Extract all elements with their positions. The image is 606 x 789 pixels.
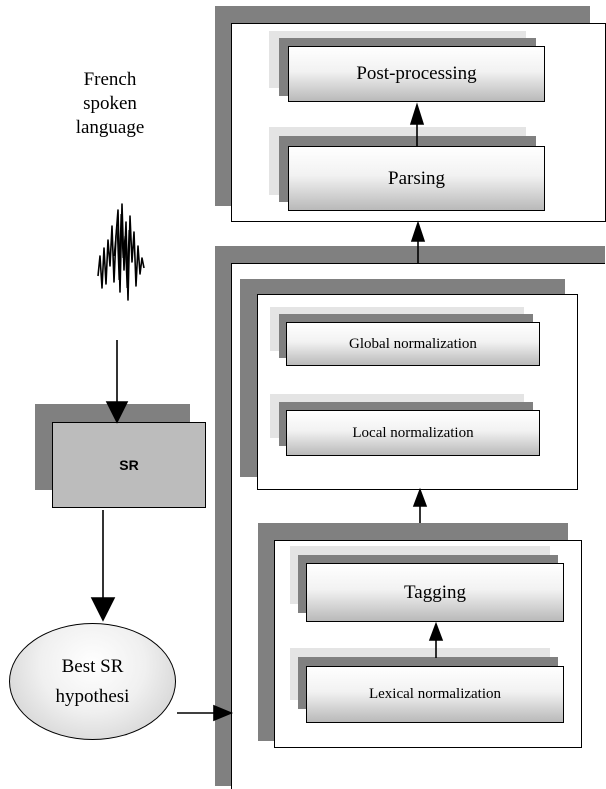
input-label-line-1: French <box>83 69 137 90</box>
arrow-hypothesis-to-pipeline-head <box>213 704 234 722</box>
lexical-normalization-label: Lexical normalization <box>368 686 502 702</box>
arrow-waveform-to-sr-head <box>105 401 129 424</box>
post-processing-box: Post-processing <box>288 46 545 102</box>
input-label: French spoken language <box>50 68 170 140</box>
arrow-sr-to-hypothesis-head <box>90 597 116 622</box>
input-label-line-3: language <box>75 117 145 138</box>
local-normalization-label: Local normalization <box>352 424 474 441</box>
best-hypothesis-node: Best SR hypothesi <box>9 623 176 740</box>
input-label-line-2: spoken <box>83 93 137 114</box>
lexical-normalization-box: Lexical normalization <box>306 666 564 723</box>
sr-label: SR <box>119 457 139 473</box>
best-hypothesis-line-2: hypothesi <box>55 685 130 707</box>
speech-waveform-icon <box>97 203 145 301</box>
sr-block: SR <box>52 422 206 508</box>
global-normalization-box: Global normalization <box>286 322 540 366</box>
parsing-box: Parsing <box>288 146 545 211</box>
tagging-label: Tagging <box>404 581 466 603</box>
arrow-tagging-to-normalization-head <box>412 487 428 507</box>
global-normalization-label: Global normalization <box>349 335 477 352</box>
arrow-normalization-to-parsing-head <box>410 220 426 242</box>
parsing-label: Parsing <box>388 167 445 189</box>
arrow-parsing-to-post-processing-head <box>409 102 425 125</box>
tagging-box: Tagging <box>306 563 564 622</box>
arrow-lexical-to-tagging-head <box>428 621 444 641</box>
post-processing-label: Post-processing <box>356 63 477 84</box>
local-normalization-box: Local normalization <box>286 410 540 456</box>
best-hypothesis-line-1: Best SR <box>61 655 124 677</box>
